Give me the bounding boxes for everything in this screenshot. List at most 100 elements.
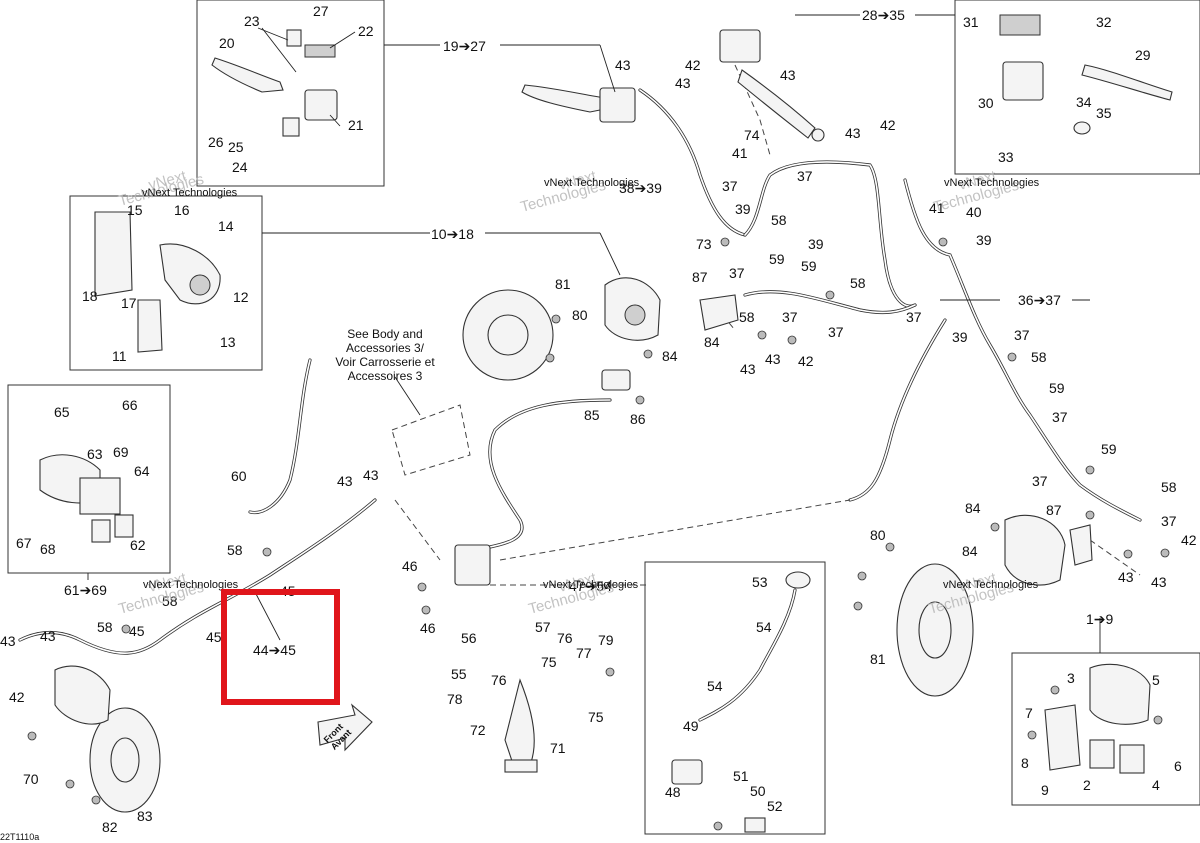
part-52 [744,817,766,833]
callout-38-39: 38➔39 [619,180,662,196]
callout-51: 51 [733,768,749,784]
callout-12: 12 [233,289,249,305]
callout-46a: 46 [402,558,418,574]
callout-37f: 37 [906,309,922,325]
bracket-87-right [1069,524,1093,566]
callout-49: 49 [683,718,699,734]
bracket-87 [699,294,739,331]
callout-41a: 41 [732,145,748,161]
piston-center [624,304,646,326]
watermark-caption-5: vNext Technologies [543,579,639,591]
callout-69: 69 [113,444,129,460]
callout-48: 48 [665,784,681,800]
rear-caliper-detail-box [7,384,171,574]
callout-54b: 54 [707,678,723,694]
callout-82: 82 [102,819,118,835]
callout-85: 85 [584,407,600,423]
callout-11: 11 [112,348,127,364]
callout-59a: 59 [769,251,785,267]
callout-59b: 59 [801,258,817,274]
callout-41b: 41 [929,200,945,216]
callout-35: 35 [1096,105,1112,121]
callout-72: 72 [470,722,486,738]
pedal-pad [504,759,538,773]
callout-68: 68 [40,541,56,557]
callout-59d: 59 [1101,441,1117,457]
callout-45b: 45 [206,629,222,645]
callout-47-54: 47➔54 [569,578,612,594]
callout-7: 7 [1025,705,1033,721]
brake-hoses [18,88,1142,722]
callout-43b: 43 [675,75,691,91]
clamp-24 [282,117,300,137]
right-caliper-detail-box [1011,652,1200,806]
callout-4: 4 [1152,777,1160,793]
bracket-69 [79,477,121,515]
callout-60: 60 [231,468,247,484]
callout-43l: 43 [1151,574,1167,590]
callout-9: 9 [1041,782,1049,798]
pad-62a [91,519,111,543]
callout-43a: 43 [615,57,631,73]
callout-43h: 43 [363,467,379,483]
callout-40: 40 [966,204,982,220]
callout-43i: 43 [0,633,16,649]
callout-20: 20 [219,35,235,51]
callout-84d: 84 [962,543,978,559]
callout-81b: 81 [870,651,886,667]
callout-74: 74 [744,127,760,143]
callout-37h: 37 [1052,409,1068,425]
rear-master-cylinder-detail-box [644,561,826,835]
callout-54a: 54 [756,619,772,635]
callout-30: 30 [978,95,994,111]
callout-37b: 37 [797,168,813,184]
brake-pedal-71 [504,678,535,771]
callout-64: 64 [134,463,150,479]
callout-43j: 43 [40,628,56,644]
callout-37c: 37 [729,265,745,281]
callout-39b: 39 [808,236,824,252]
callout-45a: 45 [129,623,145,639]
reservoir-85 [601,369,631,391]
junction-block [454,544,491,586]
callout-42b: 42 [880,117,896,133]
callout-71: 71 [550,740,566,756]
callout-58b: 58 [850,275,866,291]
highlight-box[interactable] [221,589,340,705]
pad-2b [1119,744,1145,774]
caliper-bracket-18 [94,211,133,297]
leader-lines [87,14,1101,653]
callout-26: 26 [208,134,224,150]
callout-84a: 84 [704,334,720,350]
callout-37i: 37 [1032,473,1048,489]
callout-78: 78 [447,691,463,707]
callout-5: 5 [1152,672,1160,688]
callout-58h: 58 [162,593,178,609]
watermark-caption-2: vNext Technologies [544,177,640,189]
note-line-2: Accessories 3/ [346,341,425,355]
callout-58d: 58 [1031,349,1047,365]
callout-22: 22 [358,23,374,39]
reservoir-cap-31 [999,14,1041,36]
callout-29: 29 [1135,47,1151,63]
callout-66: 66 [122,397,138,413]
callout-80b: 80 [870,527,886,543]
caliper-rear-left [54,665,111,725]
note-line-3: Voir Carrosserie et [335,355,435,369]
brake-lever-20 [211,57,284,93]
brake-disc-83 [89,707,161,813]
note-line-1: See Body and [347,327,422,341]
callout-57: 57 [535,619,551,635]
callout-13: 13 [220,334,236,350]
callout-42e: 42 [1181,532,1197,548]
callout-37e: 37 [828,324,844,340]
callout-8: 8 [1021,755,1029,771]
callout-3: 3 [1067,670,1075,686]
callout-19-27: 19➔27 [443,38,486,54]
callout-76b: 76 [491,672,507,688]
callout-84c: 84 [965,500,981,516]
callout-39a: 39 [735,201,751,217]
callout-43f: 43 [765,351,781,367]
lever-29 [1081,64,1173,101]
